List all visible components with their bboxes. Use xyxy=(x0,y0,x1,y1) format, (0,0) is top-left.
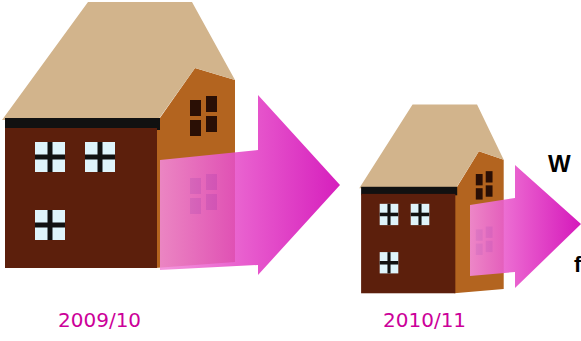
house-front-wall xyxy=(361,194,455,293)
window-bar xyxy=(380,261,399,265)
cut-off-text: f xyxy=(574,252,581,278)
window-bar xyxy=(85,155,115,160)
side-window xyxy=(190,178,201,194)
side-window xyxy=(476,244,483,255)
house-group xyxy=(359,104,503,293)
house-window xyxy=(85,142,115,172)
window-bar xyxy=(411,213,430,217)
window-bar xyxy=(35,155,65,160)
house-front-wall xyxy=(5,128,157,268)
side-window xyxy=(190,198,201,214)
side-window xyxy=(476,174,483,185)
window-bar xyxy=(380,213,399,217)
house-window xyxy=(380,204,399,225)
side-window xyxy=(486,185,493,196)
house-window xyxy=(380,252,399,273)
house-roof xyxy=(2,2,235,120)
side-window xyxy=(190,100,201,116)
side-window xyxy=(476,188,483,199)
house-illustration xyxy=(355,100,515,341)
house-node: 2010/11 xyxy=(355,100,515,341)
side-window xyxy=(190,120,201,136)
side-window xyxy=(476,229,483,240)
side-window xyxy=(206,96,217,112)
side-window xyxy=(206,116,217,132)
house-group xyxy=(2,2,235,268)
cut-off-text: W xyxy=(548,150,571,178)
house-roof xyxy=(359,104,503,188)
house-node: 2009/10 xyxy=(0,0,240,341)
house-window xyxy=(35,142,65,172)
house-illustration xyxy=(0,0,240,341)
side-window xyxy=(206,194,217,210)
house-window xyxy=(411,204,430,225)
side-window xyxy=(486,171,493,182)
window-bar xyxy=(35,223,65,228)
side-window xyxy=(486,227,493,238)
year-label: 2009/10 xyxy=(58,308,141,332)
year-label: 2010/11 xyxy=(383,308,466,332)
side-window xyxy=(486,241,493,252)
side-window xyxy=(206,174,217,190)
house-window xyxy=(35,210,65,240)
